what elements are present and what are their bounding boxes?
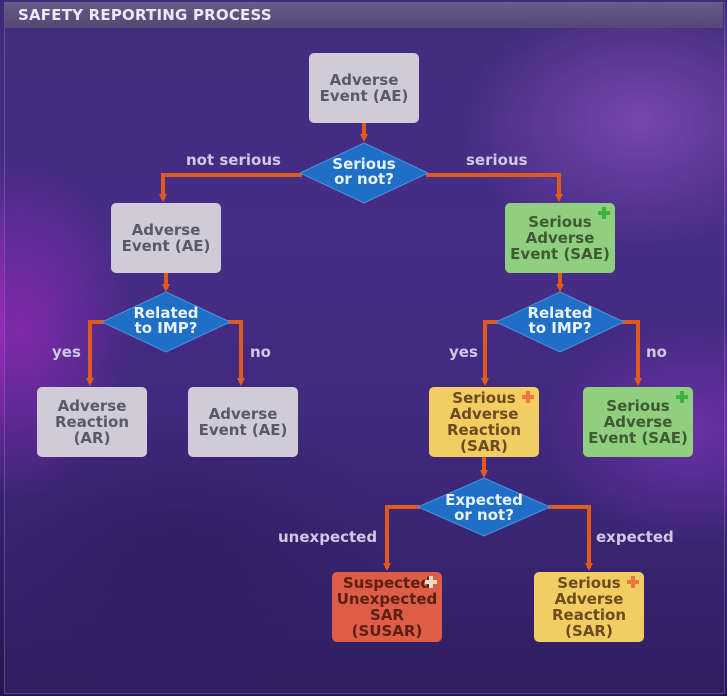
decision-expected-text: Expected or not? bbox=[445, 491, 523, 524]
node-susar: Suspected Unexpected SAR (SUSAR) bbox=[332, 572, 442, 642]
title-bar: SAFETY REPORTING PROCESS bbox=[4, 2, 723, 28]
plus-icon bbox=[626, 575, 640, 589]
node-serious-adverse-event-no: Serious Adverse Event (SAE) bbox=[583, 387, 693, 457]
arrow-right-no bbox=[622, 320, 642, 386]
arrow-to-not-serious bbox=[159, 173, 302, 202]
arrow-right-yes bbox=[481, 320, 498, 386]
label-serious: serious bbox=[466, 151, 528, 169]
label-no-right: no bbox=[646, 343, 667, 361]
decision-expected bbox=[416, 477, 552, 537]
node-adverse-event-no: Adverse Event (AE) bbox=[188, 387, 298, 457]
node-adverse-event-top: Adverse Event (AE) bbox=[309, 53, 419, 123]
label-unexpected: unexpected bbox=[278, 528, 378, 546]
label-expected: expected bbox=[596, 528, 674, 546]
page-title: SAFETY REPORTING PROCESS bbox=[18, 6, 272, 24]
arrow-unexpected bbox=[383, 505, 420, 571]
decision-related-right-text: Related to IMP? bbox=[527, 304, 593, 337]
decision-serious bbox=[298, 142, 430, 204]
node-serious-adverse-reaction-expected: Serious Adverse Reaction (SAR) bbox=[534, 572, 644, 642]
plus-icon bbox=[521, 390, 535, 404]
node-adverse-reaction: Adverse Reaction (AR) bbox=[37, 387, 147, 457]
label-yes-left: yes bbox=[52, 343, 81, 361]
arrow-expected bbox=[548, 505, 593, 571]
arrow-left-no bbox=[228, 320, 245, 386]
label-yes-right: yes bbox=[449, 343, 478, 361]
node-serious-adverse-event: Serious Adverse Event (SAE) bbox=[505, 203, 615, 273]
arrow-to-serious bbox=[426, 173, 563, 202]
label-not-serious: not serious bbox=[186, 151, 281, 169]
node-serious-adverse-reaction: Serious Adverse Reaction (SAR) bbox=[429, 387, 539, 457]
plus-icon bbox=[424, 575, 438, 589]
decision-serious-text: Serious or not? bbox=[332, 155, 396, 188]
label-no-left: no bbox=[250, 343, 271, 361]
decision-related-left bbox=[100, 291, 232, 353]
arrow-left-yes bbox=[86, 320, 104, 386]
decision-related-right bbox=[494, 291, 626, 353]
plus-icon bbox=[597, 206, 611, 220]
plus-icon bbox=[675, 390, 689, 404]
node-adverse-event-left: Adverse Event (AE) bbox=[111, 203, 221, 273]
decision-related-left-text: Related to IMP? bbox=[133, 304, 199, 337]
